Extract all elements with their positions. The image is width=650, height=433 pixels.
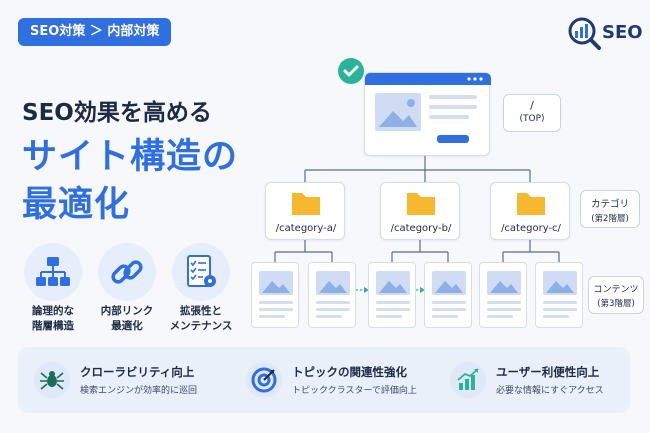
feature-label-line: 論理的な: [32, 305, 74, 317]
feature-label-line: 内部リンク: [100, 305, 154, 317]
content-callout: コンテンツ (第3階層): [588, 276, 644, 314]
feature-hierarchy: [24, 243, 82, 301]
benefit-sub: 必要な情報にすぐアクセス: [496, 386, 604, 396]
category-callout: カテゴリ (第2階層): [580, 190, 640, 228]
feature-link: [98, 243, 156, 301]
page-icon: [487, 271, 521, 318]
feature-label-line: 階層構造: [32, 320, 74, 332]
benefit-title: トピックの関連性強化: [292, 365, 407, 379]
benefit-crawl: [34, 362, 70, 398]
category-label: /category-c/: [501, 223, 561, 234]
logo-text: SEO: [602, 22, 643, 43]
browser-window-icon: [365, 73, 491, 143]
benefit-title: ユーザー利便性向上: [496, 365, 600, 379]
feature-hierarchy-label: 論理的な 階層構造: [11, 304, 95, 334]
category-label: /category-b/: [390, 223, 452, 234]
feature-label-line: 最適化: [111, 320, 143, 332]
link-icon: [111, 260, 143, 284]
page-title-line-1: サイト構造の: [22, 137, 239, 177]
page-icon: [376, 271, 410, 318]
content-page-card[interactable]: [308, 262, 356, 328]
top-callout-sub: (TOP): [519, 114, 545, 124]
check-circle-icon: [338, 58, 364, 84]
spider-icon: [40, 371, 64, 390]
content-page-card[interactable]: [424, 262, 472, 328]
content-callout-line2: (第3階層): [597, 299, 635, 309]
category-callout-line2: (第2階層): [591, 214, 629, 224]
page-icon: [316, 271, 350, 318]
category-card[interactable]: /category-a/: [265, 182, 345, 240]
magnifier-chart-icon: [568, 17, 601, 50]
category-label: /category-a/: [275, 223, 337, 234]
target-icon: [251, 367, 277, 393]
feature-link-label: 内部リンク 最適化: [85, 304, 169, 334]
benefit-topic: [246, 362, 282, 398]
page-subtitle: SEO効果を高める: [22, 100, 212, 126]
page-icon: [543, 271, 577, 318]
page-title-line-2: 最適化: [22, 185, 131, 225]
benefits-bar: [18, 347, 630, 413]
benefit-sub: 検索エンジンが効率的に巡回: [80, 386, 198, 396]
content-page-card[interactable]: [251, 262, 299, 328]
folder-icon: [292, 193, 320, 215]
breadcrumb[interactable]: SEO対策 ＞ 内部対策: [18, 18, 172, 46]
top-callout-label: /: [530, 99, 534, 112]
page-icon: [259, 271, 293, 318]
feature-checklist: [172, 243, 230, 301]
content-callout-line1: コンテンツ: [593, 285, 639, 295]
folder-icon: [517, 193, 545, 215]
category-card[interactable]: /category-b/: [380, 182, 460, 240]
top-page-card[interactable]: [364, 72, 491, 156]
feature-checklist-label: 拡張性と メンテナンス: [159, 304, 243, 334]
category-card[interactable]: /category-c/: [490, 182, 570, 240]
benefit-usability: [450, 362, 486, 398]
checklist-icon: [187, 255, 216, 287]
feature-label-line: 拡張性と: [180, 305, 222, 317]
content-page-card[interactable]: [535, 262, 583, 328]
page-icon: [432, 271, 466, 318]
benefit-sub: トピッククラスターで評価向上: [292, 386, 417, 396]
content-page-card[interactable]: [368, 262, 416, 328]
feature-label-line: メンテナンス: [169, 320, 233, 332]
top-callout: / (TOP): [503, 94, 561, 132]
category-callout-line1: カテゴリ: [590, 199, 629, 210]
seo-logo: [565, 14, 640, 50]
content-page-card[interactable]: [479, 262, 527, 328]
hierarchy-icon: [36, 257, 70, 286]
folder-icon: [407, 193, 435, 215]
growth-chart-icon: [457, 368, 479, 390]
benefit-title: クローラビリティ向上: [80, 365, 195, 379]
